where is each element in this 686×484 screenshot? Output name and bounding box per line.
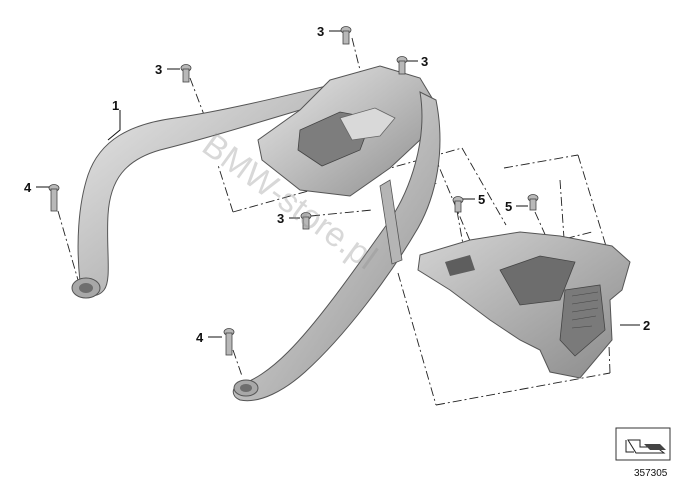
callout-5-right: 5 [505, 199, 512, 214]
bolt-4-left [48, 184, 60, 212]
callout-3-middle: 3 [277, 211, 284, 226]
bolt-3-right [396, 56, 408, 75]
callout-3-right: 3 [421, 54, 428, 69]
orientation-arrow-icon [615, 427, 671, 461]
reference-number: 357305 [634, 468, 668, 479]
callout-3-left: 3 [155, 62, 162, 77]
adapter-plate [417, 231, 631, 379]
callout-1: 1 [112, 98, 119, 113]
bolt-5-right [527, 194, 539, 211]
callout-3-top: 3 [317, 24, 324, 39]
callouts: 1 2 3 3 3 3 4 4 5 5 [24, 24, 650, 345]
left-grab-arm [77, 77, 366, 297]
leader-lines [36, 30, 640, 338]
callout-4-left: 4 [24, 180, 32, 195]
bolts [48, 26, 539, 356]
callout-5-left: 5 [478, 192, 485, 207]
carrier-rack [71, 65, 441, 402]
bolt-5-left [452, 196, 464, 213]
bolt-4-bottom [223, 328, 235, 356]
bolt-3-middle [300, 212, 312, 230]
callout-2: 2 [643, 318, 650, 333]
callout-4-bottom: 4 [196, 330, 204, 345]
bolt-3-top [340, 26, 352, 45]
bolt-3-left [180, 64, 192, 83]
